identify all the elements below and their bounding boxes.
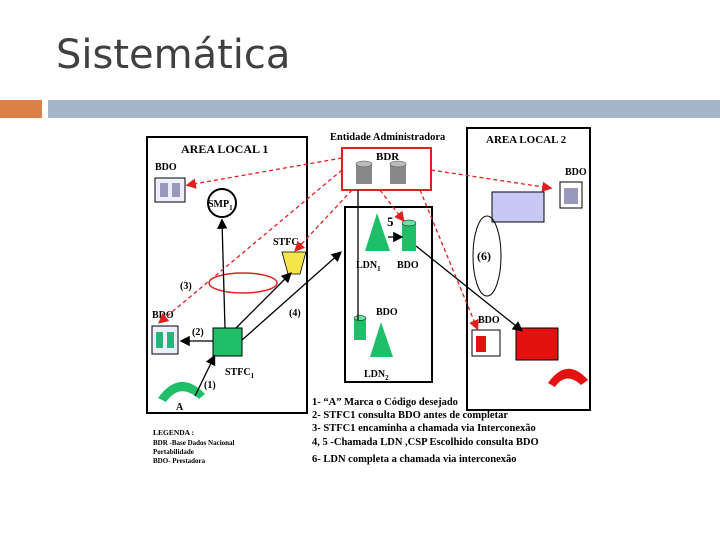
entidade-label: Entidade Administradora bbox=[330, 132, 446, 143]
user-a-label: A bbox=[176, 402, 184, 413]
stfc-area2-node bbox=[515, 327, 559, 361]
phone-a-icon bbox=[158, 381, 205, 402]
stfc2-node bbox=[281, 251, 307, 275]
bdo-area1-top-label: BDO bbox=[155, 162, 177, 173]
step-2-label: (2) bbox=[192, 327, 204, 338]
stfc1-label: STFC1 bbox=[225, 367, 255, 380]
area-local-1-box bbox=[146, 136, 308, 414]
step-5-label: 5 bbox=[387, 214, 394, 229]
title-accent-bar-blue bbox=[48, 100, 720, 118]
smp-label: SMP1 bbox=[208, 199, 233, 212]
smp-node bbox=[207, 188, 237, 218]
area-local-2-box bbox=[466, 127, 591, 411]
bdo-area2-bottom-database-icon bbox=[471, 329, 501, 357]
dashed-red-connectors bbox=[158, 157, 553, 331]
smp-area2-node bbox=[491, 191, 545, 223]
stfc1-node bbox=[212, 327, 243, 357]
bdo-area2-top-database-icon bbox=[559, 181, 583, 209]
steps-line-4: 4, 5 -Chamada LDN ,CSP Escolhido consult… bbox=[312, 437, 539, 448]
steps-line-1: 1- “A” Marca o Código desejado bbox=[312, 397, 458, 408]
legend-line-2: Portabilidade bbox=[153, 448, 194, 456]
legend-line-3: BDO- Prestadora bbox=[153, 457, 206, 465]
solid-connectors bbox=[179, 190, 524, 397]
step-6-label: (6) bbox=[477, 249, 491, 263]
area-local-1-label: AREA LOCAL 1 bbox=[181, 142, 268, 156]
ldn1-label: LDN1 bbox=[356, 260, 381, 273]
bdo-area2-bottom-label: BDO bbox=[478, 315, 500, 326]
step-3-label: (3) bbox=[180, 281, 192, 292]
legend-title: LEGENDA : bbox=[153, 428, 194, 437]
title-accent-bar-orange bbox=[0, 100, 42, 118]
bdr-box bbox=[341, 147, 432, 191]
phone-b-icon bbox=[548, 368, 588, 387]
bdo-ldn-database-icon bbox=[401, 219, 417, 251]
bdo-area1-left-database-icon bbox=[151, 325, 179, 355]
ldn2-label: LDN2 bbox=[364, 369, 389, 382]
ldn-network-box bbox=[344, 206, 433, 383]
step-6-ellipse bbox=[472, 215, 502, 297]
legend-line-1: BDR -Base Dados Nacional bbox=[153, 439, 235, 447]
steps-line-2: 2- STFC1 consulta BDO antes de completar bbox=[312, 410, 508, 421]
bdo-area1-top-database-icon bbox=[154, 177, 186, 203]
area-local-2-label: AREA LOCAL 2 bbox=[486, 134, 567, 146]
bdr-database-icon bbox=[355, 160, 407, 184]
bdo-ldn2-database-icon bbox=[353, 315, 367, 340]
ldn2-node bbox=[370, 322, 393, 357]
steps-line-3: 3- STFC1 encaminha a chamada via Interco… bbox=[312, 423, 536, 434]
bdo-area2-top-label: BDO bbox=[565, 167, 587, 178]
step-1-label: (1) bbox=[204, 380, 216, 391]
step-4-label: (4) bbox=[289, 308, 301, 319]
ldn1-node bbox=[365, 213, 390, 251]
steps-line-5: 6- LDN completa a chamada via interconex… bbox=[312, 454, 517, 465]
interconnection-ellipse bbox=[208, 272, 278, 294]
bdo-ldn2-label: BDO bbox=[376, 307, 398, 318]
slide-title: Sistemática bbox=[56, 32, 291, 78]
bdo-ldn1-label: BDO bbox=[397, 260, 419, 271]
bdr-label: BDR bbox=[376, 151, 400, 163]
